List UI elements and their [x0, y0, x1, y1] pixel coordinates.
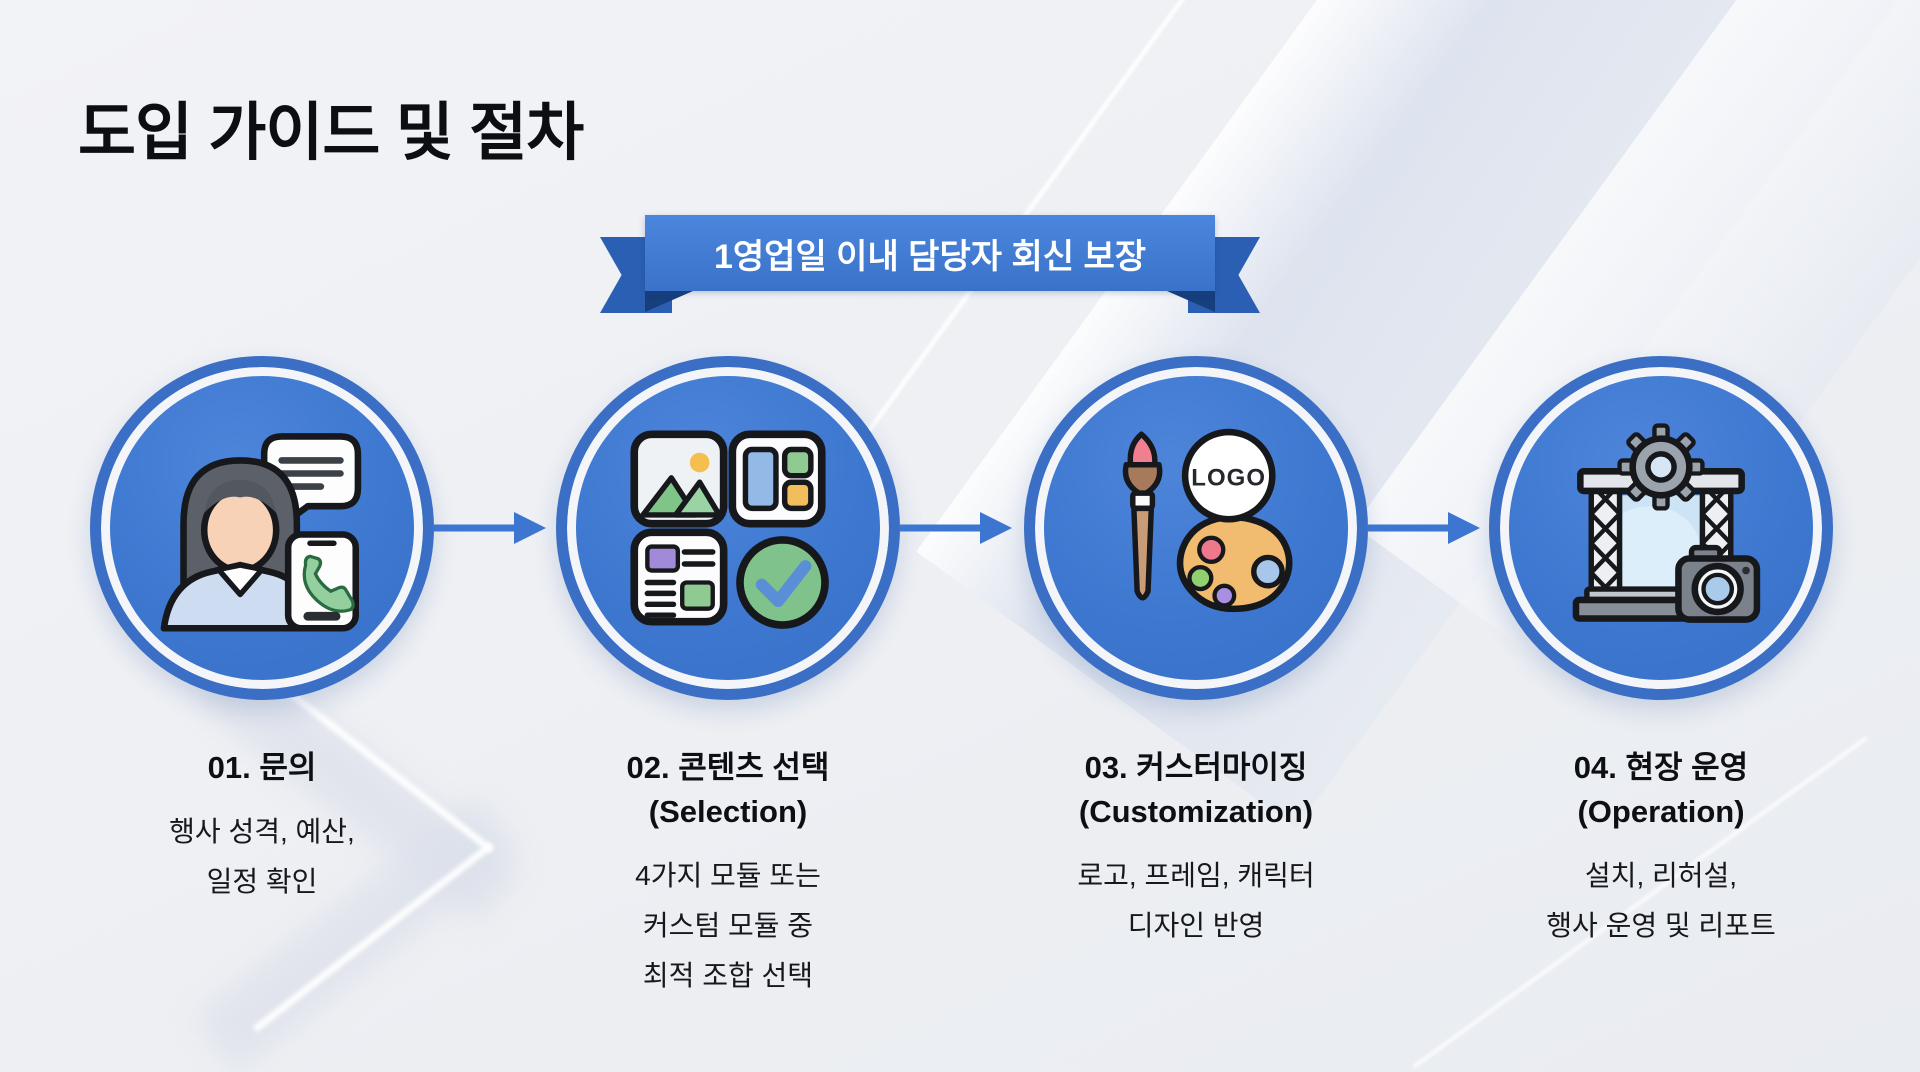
- step-subtitle: (Customization): [1078, 794, 1314, 830]
- person-chat-phone-icon: [160, 433, 362, 632]
- step-column-inquiry: 01. 문의 행사 성격, 예산, 일정 확인: [32, 356, 492, 907]
- ribbon-banner: 1영업일 이내 담당자 회신 보장: [600, 215, 1260, 315]
- step-description: 로고, 프레임, 캐릭터 디자인 반영: [1077, 851, 1314, 951]
- ribbon-band: 1영업일 이내 담당자 회신 보장: [645, 215, 1215, 291]
- step-desc-line: 커스텀 모듈 중: [642, 909, 814, 941]
- brush-palette-logo-icon: LOGO: [1122, 428, 1293, 613]
- step-circle: [90, 356, 434, 700]
- arrow-right-icon: [900, 512, 1012, 544]
- step-desc-line: 행사 운영 및 리포트: [1546, 909, 1776, 941]
- ribbon-text: 1영업일 이내 담당자 회신 보장: [713, 237, 1147, 276]
- step-desc-line: 4가지 모듈 또는: [635, 860, 821, 892]
- step-description: 행사 성격, 예산, 일정 확인: [169, 807, 355, 907]
- step-circle: [1489, 356, 1833, 700]
- step-circle: [556, 356, 900, 700]
- arrow-right-icon: [1368, 512, 1480, 544]
- step-title: 03. 커스터마이징: [1084, 750, 1308, 785]
- arrow-right-icon: [434, 512, 546, 544]
- step-desc-line: 일정 확인: [206, 865, 318, 897]
- page-title: 도입 가이드 및 절차: [78, 98, 584, 168]
- stage-truss-camera-icon: [1572, 423, 1761, 623]
- step-column-operation: 04. 현장 운영 (Operation) 설치, 리허설, 행사 운영 및 리…: [1431, 356, 1891, 951]
- step-title: 02. 콘텐츠 선택: [626, 750, 830, 785]
- step-desc-line: 행사 성격, 예산,: [169, 816, 355, 848]
- step-column-selection: 02. 콘텐츠 선택 (Selection) 4가지 모듈 또는 커스텀 모듈 …: [498, 356, 958, 1001]
- step-subtitle: (Selection): [648, 794, 808, 830]
- step-title: 04. 현장 운영: [1573, 750, 1749, 785]
- step-description: 4가지 모듈 또는 커스텀 모듈 중 최적 조합 선택: [635, 851, 821, 1000]
- step-column-customization: LOGO 03. 커스터마이징 (Customization) 로고, 프레임,…: [966, 356, 1426, 951]
- step-desc-line: 디자인 반영: [1127, 909, 1265, 941]
- logo-badge-text: LOGO: [1191, 464, 1266, 491]
- step-desc-line: 설치, 리허설,: [1584, 860, 1738, 892]
- step-desc-line: 최적 조합 선택: [642, 959, 814, 991]
- step-circle: LOGO: [1024, 356, 1368, 700]
- content-modules-icon: [630, 430, 829, 629]
- step-description: 설치, 리허설, 행사 운영 및 리포트: [1546, 851, 1775, 951]
- step-title: 01. 문의: [207, 750, 317, 785]
- step-desc-line: 로고, 프레임, 캐릭터: [1077, 860, 1315, 892]
- step-subtitle: (Operation): [1577, 794, 1745, 830]
